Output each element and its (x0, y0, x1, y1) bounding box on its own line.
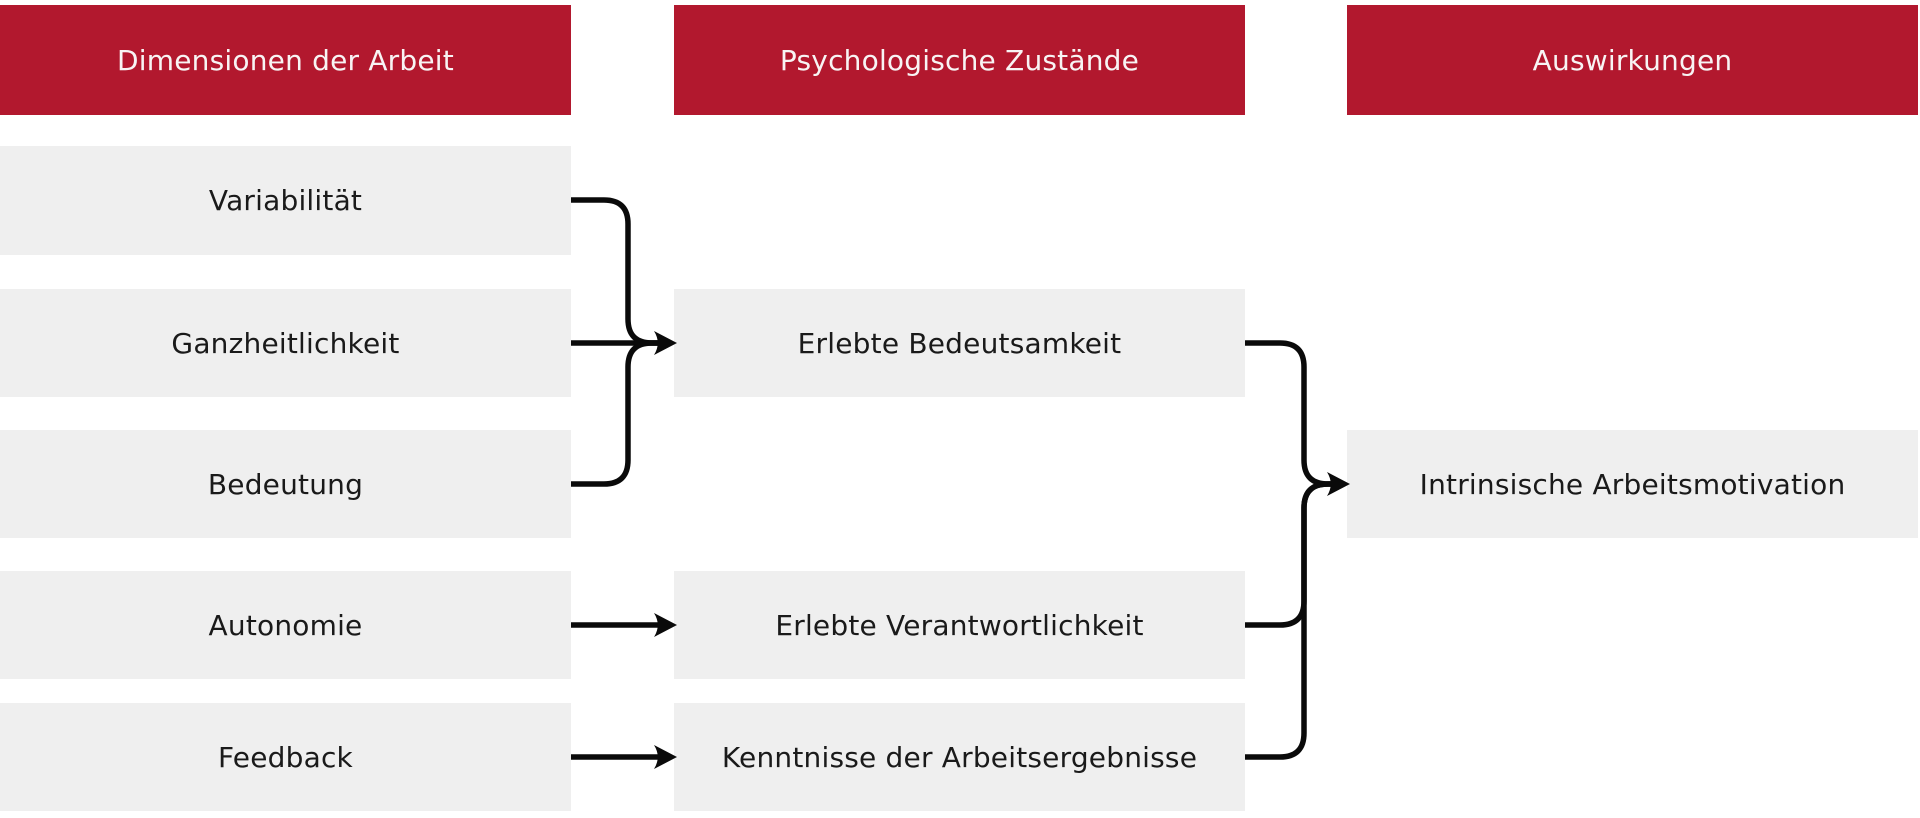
node-bedeutung: Bedeutung (0, 430, 571, 538)
node-label: Kenntnisse der Arbeitsergebnisse (721, 740, 1198, 774)
column-header-label: Psychologische Zustände (779, 43, 1140, 77)
arrow-variabilitaet-to-bedeutsamkeit (571, 197, 658, 346)
node-label: Variabilität (208, 184, 363, 217)
column-header-label: Dimensionen der Arbeit (117, 43, 454, 77)
node-label: Feedback (218, 740, 353, 774)
node-variabilitaet: Variabilität (0, 146, 571, 255)
arrow-verantwortlichkeit-to-motivation (1245, 481, 1332, 628)
node-label: Intrinsische Arbeitsmotivation (1419, 467, 1846, 501)
node-label: Autonomie (208, 608, 363, 642)
arrow-bedeutsamkeit-to-motivation (1245, 340, 1332, 487)
node-intrinsische-arbeitsmotivation: Intrinsische Arbeitsmotivation (1347, 430, 1918, 538)
column-header-dimensionen-der-arbeit: Dimensionen der Arbeit (0, 5, 571, 115)
column-header-auswirkungen: Auswirkungen (1347, 5, 1918, 115)
arrow-kenntnisse-to-motivation (1245, 481, 1332, 760)
node-label: Bedeutung (207, 467, 364, 501)
arrow-bedeutung-to-bedeutsamkeit (571, 340, 658, 487)
node-label: Ganzheitlichkeit (171, 326, 400, 360)
node-kenntnisse-der-arbeitsergebnisse: Kenntnisse der Arbeitsergebnisse (674, 703, 1245, 811)
node-autonomie: Autonomie (0, 571, 571, 679)
node-erlebte-verantwortlichkeit: Erlebte Verantwortlichkeit (674, 571, 1245, 679)
node-label: Erlebte Bedeutsamkeit (797, 326, 1122, 360)
column-header-label: Auswirkungen (1532, 43, 1733, 77)
node-feedback: Feedback (0, 703, 571, 811)
node-label: Erlebte Verantwortlichkeit (775, 608, 1144, 642)
column-header-psychologische-zustaende: Psychologische Zustände (674, 5, 1245, 115)
node-ganzheitlichkeit: Ganzheitlichkeit (0, 289, 571, 397)
node-erlebte-bedeutsamkeit: Erlebte Bedeutsamkeit (674, 289, 1245, 397)
